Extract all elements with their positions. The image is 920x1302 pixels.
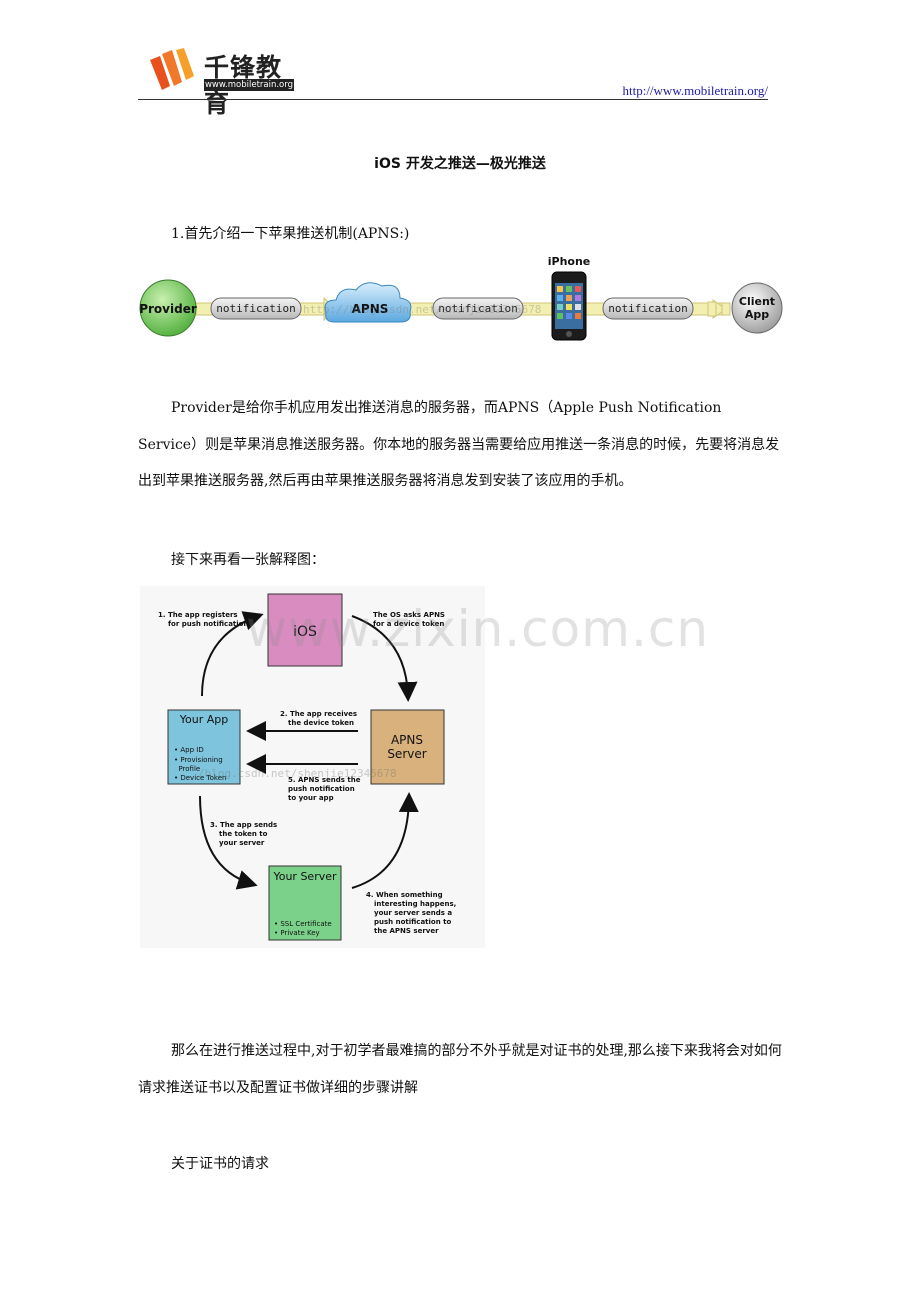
- document-title: iOS 开发之推送—极光推送: [374, 156, 546, 172]
- your-app-label: Your App: [179, 713, 228, 726]
- step5-line1: 5. APNS sends the: [288, 776, 361, 784]
- iphone-label: iPhone: [548, 255, 591, 268]
- client-app-label-1: Client: [739, 295, 775, 308]
- page-watermark: www.zixin.com.cn: [246, 600, 710, 658]
- client-app-node: [731, 282, 783, 334]
- apns-server-box: [370, 709, 445, 785]
- your-server-label: Your Server: [272, 870, 337, 883]
- provider-label: Provider: [139, 302, 197, 316]
- notification-pill-3: [602, 297, 694, 320]
- ios-box: [267, 593, 343, 667]
- difficulty-paragraph: 那么在进行推送过程中,对于初学者最难搞的部分不外乎就是对证书的处理,那么接下来我…: [138, 1043, 782, 1096]
- step4-line1: 4. When something: [366, 891, 443, 899]
- brand-name: 千锋教育: [204, 53, 283, 118]
- app-bullet-provisioning: • Provisioning: [174, 756, 223, 764]
- notification-label-2: notification: [438, 302, 517, 315]
- step1-line1: 1. The app registers: [158, 611, 238, 619]
- notification-pill-2: [432, 297, 524, 320]
- logo-mark-icon: [150, 48, 194, 90]
- brand-site: www.mobiletrain.org: [204, 79, 294, 91]
- your-server-box: [268, 865, 342, 941]
- header-link[interactable]: http://www.mobiletrain.org/: [622, 83, 768, 98]
- notification-pill-1: [210, 297, 302, 320]
- your-app-box: [167, 709, 241, 785]
- arrow-app-to-ios: [201, 611, 264, 697]
- app-bullet-app-id: • App ID: [174, 746, 204, 754]
- provider-node: [139, 279, 197, 337]
- app-bullet-device-token: • Device Token: [174, 774, 226, 782]
- push-registration-diagram: iOS Your App • App ID • Provisioning Pro…: [140, 586, 485, 948]
- arrow-app-to-server: [199, 795, 258, 890]
- arrow-server-to-apns: [351, 792, 419, 889]
- registration-watermark: /blog.csdn.net/shenjie12345678: [198, 767, 397, 780]
- apns-cloud-label: APNS: [352, 302, 389, 316]
- step1-line2: for push notifications: [168, 620, 253, 628]
- step5-line2: push notification: [288, 785, 355, 793]
- app-bullet-profile: Profile: [174, 765, 200, 773]
- step4-line5: the APNS server: [374, 927, 439, 935]
- notification-label-1: notification: [216, 302, 295, 315]
- server-bullet-ssl: • SSL Certificate: [274, 920, 332, 928]
- step5-line3: to your app: [288, 794, 334, 802]
- step2-line1: 2. The app receives: [280, 710, 357, 718]
- header-divider: [138, 99, 768, 100]
- flow-watermark: http://blog.csdn.net/shenjie12345678: [303, 303, 541, 316]
- step-os-line1: The OS asks APNS: [373, 611, 445, 619]
- step3-line1: 3. The app sends: [210, 821, 277, 829]
- next-figure-paragraph: 接下来再看一张解释图：: [171, 552, 325, 568]
- apns-cloud: [324, 282, 412, 323]
- step-os-line2: for a device token: [373, 620, 444, 628]
- ios-label: iOS: [293, 624, 317, 640]
- cert-heading: 关于证书的请求: [171, 1156, 269, 1172]
- client-app-label-2: App: [745, 308, 769, 321]
- apns-server-label-2: Server: [387, 747, 426, 761]
- step4-line4: push notification to: [374, 918, 452, 926]
- provider-paragraph: Provider是给你手机应用发出推送消息的服务器，而APNS（Apple Pu…: [138, 400, 780, 489]
- apns-server-label-1: APNS: [391, 733, 423, 747]
- notification-label-3: notification: [608, 302, 687, 315]
- step4-line2: interesting happens,: [374, 900, 456, 908]
- step3-line3: your server: [219, 839, 265, 847]
- step2-line2: the device token: [288, 719, 354, 727]
- iphone-app-icons: [557, 286, 581, 319]
- arrow-ios-to-apns: [351, 615, 418, 702]
- step4-line3: your server sends a: [374, 909, 452, 917]
- intro-paragraph: 1.首先介绍一下苹果推送机制(APNS:): [171, 226, 410, 242]
- apns-flow-diagram: Provider notification APNS notification …: [139, 255, 783, 341]
- server-bullet-private-key: • Private Key: [274, 929, 320, 937]
- step3-line2: the token to: [219, 830, 268, 838]
- brand-logo: 千锋教育 www.mobiletrain.org: [148, 46, 298, 118]
